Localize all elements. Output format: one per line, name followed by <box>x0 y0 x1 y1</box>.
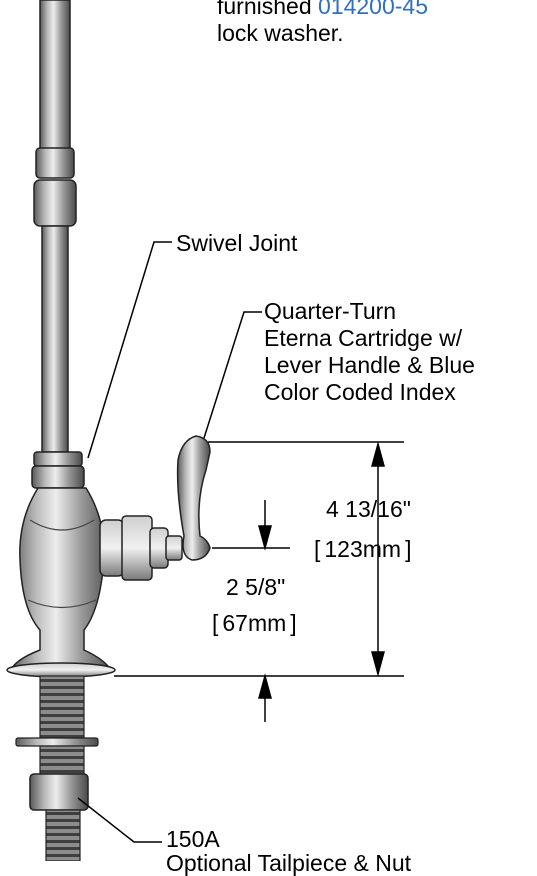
cartridge-label-line2: Eterna Cartridge w/ <box>264 325 463 351</box>
lever-handle <box>176 435 211 561</box>
leader-lines <box>77 241 262 843</box>
tailpiece-shank <box>15 675 99 861</box>
bracket-close: ] <box>290 610 297 636</box>
part-number-lockwasher: 014200-45 <box>318 0 429 19</box>
handle-height-imperial: 4 13/16" <box>326 496 411 522</box>
cartridge-housing <box>99 515 183 581</box>
swivel-joint-label: Swivel Joint <box>176 230 298 256</box>
dimension-lines <box>114 441 404 722</box>
bracket-close: ] <box>405 536 412 562</box>
bracket-open: [ <box>212 610 219 636</box>
spout-height-imperial: 2 5/8" <box>226 574 286 600</box>
faucet-body <box>6 487 116 678</box>
top-note-line1: furnished 014200-45 <box>217 0 428 19</box>
tailpiece-label-line1: 150A <box>166 826 220 852</box>
spout-height-metric: [67mm] <box>212 610 297 636</box>
cartridge-label-line4: Color Coded Index <box>264 379 456 405</box>
handle-height-metric: [123mm] <box>314 536 411 562</box>
cartridge-label-line3: Lever Handle & Blue <box>264 352 475 378</box>
riser-tube <box>33 0 77 453</box>
cartridge-label-line1: Quarter-Turn <box>264 298 397 324</box>
bracket-open: [ <box>314 536 321 562</box>
top-note-prefix: furnished <box>217 0 319 19</box>
handle-height-metric-value: 123mm <box>324 536 402 562</box>
top-note-line2: lock washer. <box>217 20 344 46</box>
swivel-joint-collar <box>31 451 85 489</box>
tailpiece-label-line2: Optional Tailpiece & Nut <box>166 850 412 876</box>
spout-height-metric-value: 67mm <box>222 610 287 636</box>
